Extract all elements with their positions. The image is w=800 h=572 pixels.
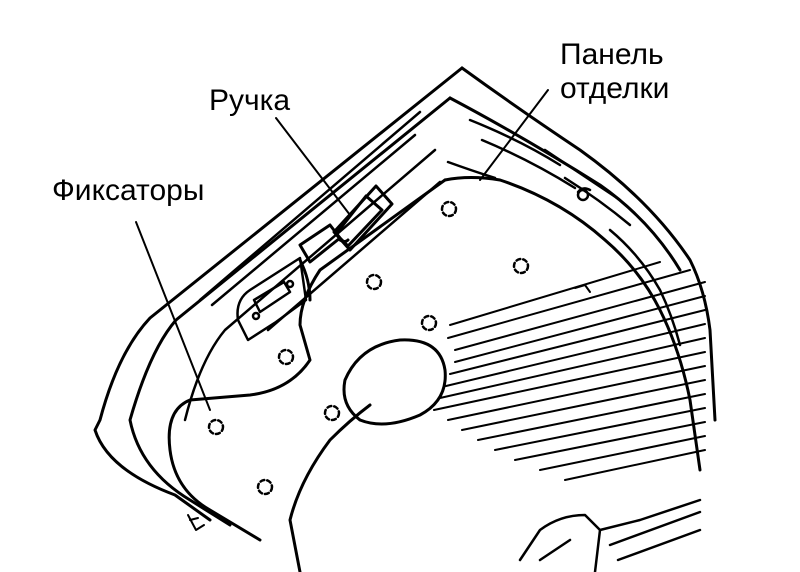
handle-bracket — [298, 184, 394, 302]
latch-mechanism — [236, 256, 308, 342]
leader-handle — [275, 117, 351, 216]
leader-lines — [135, 89, 549, 411]
leader-panel — [479, 89, 549, 181]
clip-3 — [365, 273, 383, 291]
label-handle: Ручка — [209, 84, 291, 117]
label-clips: Фиксаторы — [52, 174, 205, 207]
hinge-tab — [187, 514, 205, 531]
leader-clips — [135, 221, 211, 411]
label-trim-panel-line2: отделки — [560, 72, 670, 105]
clip-6 — [323, 404, 341, 422]
label-trim-panel: Панель отделки — [560, 38, 669, 106]
clip-4 — [420, 314, 438, 332]
clip-1 — [440, 200, 458, 218]
clip-7 — [207, 418, 225, 436]
clip-2 — [512, 257, 530, 275]
center-bulge — [342, 338, 447, 426]
clip-5 — [277, 348, 295, 366]
lid-outer-outline — [93, 66, 717, 527]
panel-shading — [433, 261, 706, 481]
lock-striker — [518, 498, 702, 572]
clips — [207, 200, 530, 496]
bolt-top-right — [576, 187, 592, 202]
label-trim-panel-line1: Панель — [560, 38, 664, 71]
clip-8 — [256, 478, 274, 496]
trim-panel-outline — [167, 176, 702, 572]
